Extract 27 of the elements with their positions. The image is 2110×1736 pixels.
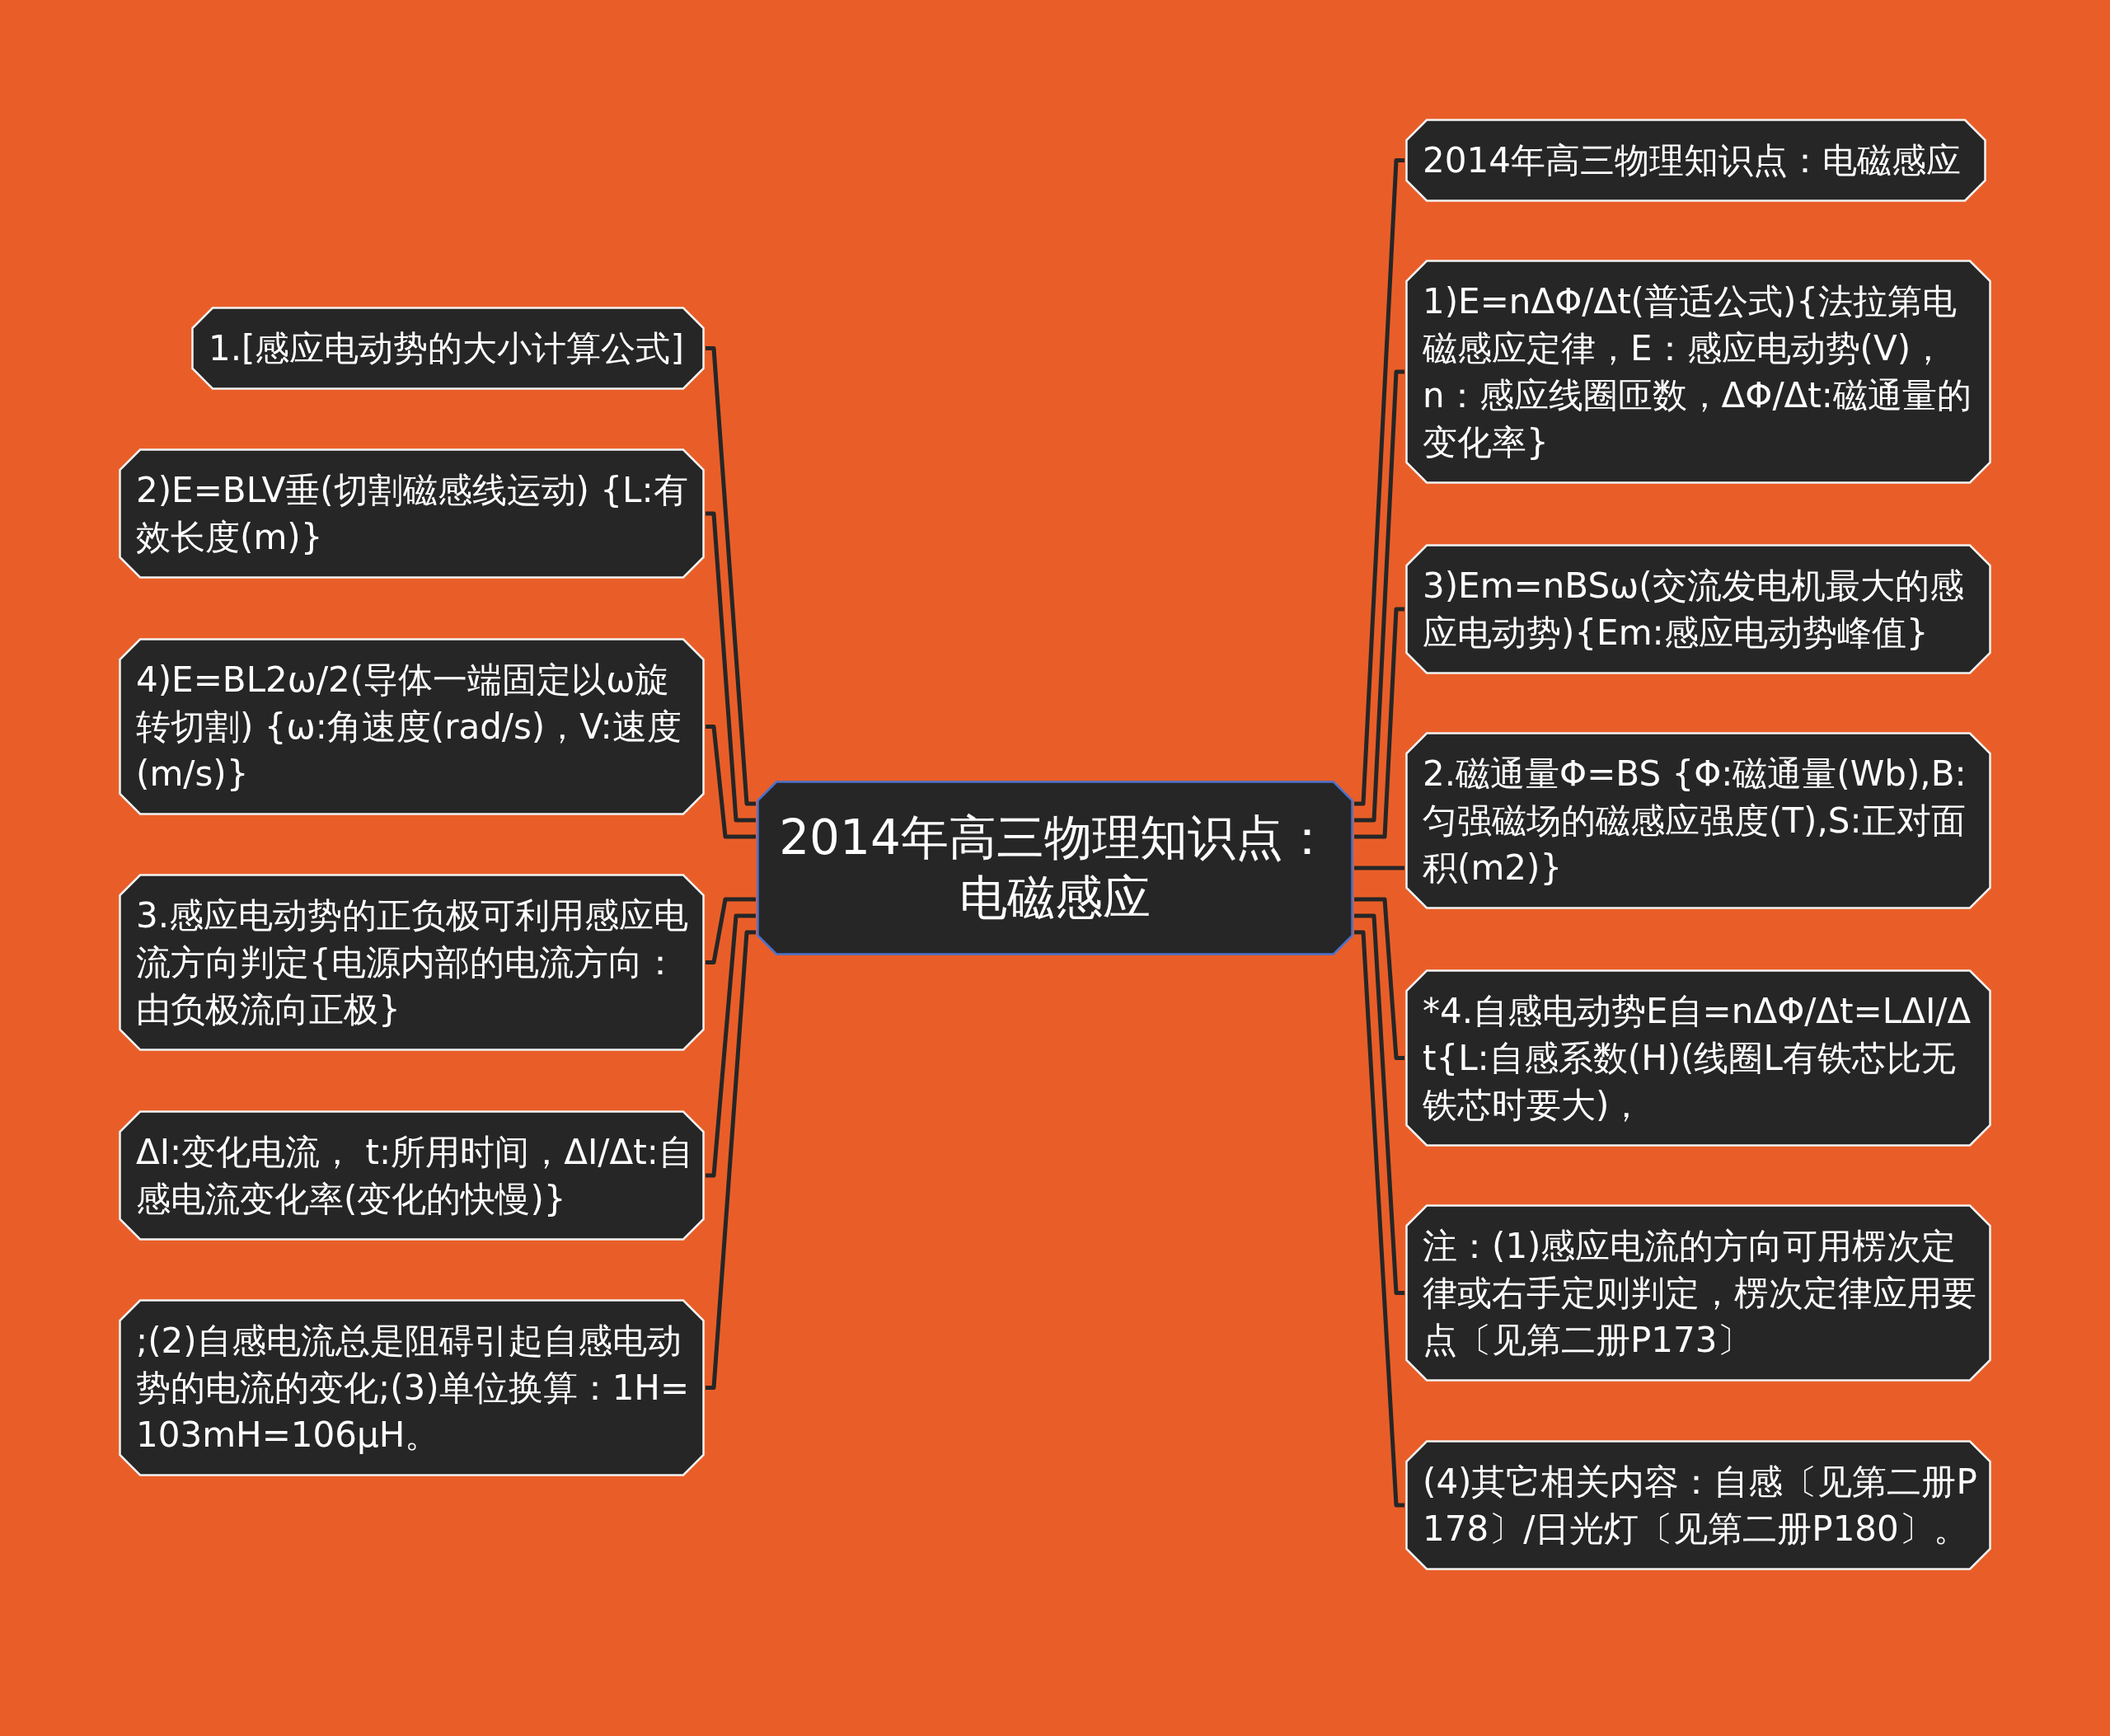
branch-line — [706, 897, 756, 964]
topic-box: 2)E=BLV垂(切割磁感线运动) {L:有效长度(m)} — [119, 448, 705, 579]
topic-box: 3.感应电动势的正负极可利用感应电流方向判定{电源内部的电流方向：由负极流向正极} — [119, 874, 705, 1051]
topic-box: 1)E=nΔΦ/Δt(普适公式){法拉第电磁感应定律，E：感应电动势(V)，n：感应线圈匝数，ΔΦ/Δt:磁通量的变化率} — [1405, 260, 1991, 484]
branch-line — [1354, 897, 1404, 1060]
topic-box: 注：(1)感应电流的方向可用楞次定律或右手定则判定，楞次定律应用要点〔见第二册P173〕 — [1405, 1204, 1991, 1382]
topic-box: 3)Em=nBSω(交流发电机最大的感应电动势){Em:感应电动势峰值} — [1405, 544, 1991, 674]
branch-line — [706, 725, 756, 839]
branch-line — [1354, 369, 1404, 823]
topic-box: *4.自感电动势E自=nΔΦ/Δt=LΔI/Δt{L:自感系数(H)(线圈L有铁芯比无铁芯时要大)， — [1405, 969, 1991, 1147]
topic-box: ΔI:变化电流， t:所用时间，ΔI/Δt:自感电流变化率(变化的快慢)} — [119, 1110, 705, 1241]
branch-line — [1354, 930, 1404, 1508]
branch-line — [706, 913, 756, 1178]
topic-box: 2.磁通量Φ=BS {Φ:磁通量(Wb),B:匀强磁场的磁感应强度(T),S:正对面积(m2)} — [1405, 732, 1991, 909]
branch-line — [1354, 913, 1404, 1295]
branch-line — [1354, 866, 1404, 870]
central-topic-box: 2014年高三物理知识点：电磁感应 — [757, 781, 1353, 955]
topic-box: 1.[感应电动势的大小计算公式] — [191, 307, 705, 390]
topic-box: ;(2)自感电流总是阻碍引起自感电动势的电流的变化;(3)单位换算：1H=103mH=106μH。 — [119, 1299, 705, 1476]
topic-box: 4)E=BL2ω/2(导体一端固定以ω旋转切割) {ω:角速度(rad/s)，V:速度(m/s)} — [119, 638, 705, 815]
branch-line — [706, 511, 756, 823]
branch-line — [1354, 158, 1404, 806]
branch-line — [1354, 607, 1404, 839]
branch-line — [706, 346, 756, 806]
topic-box: (4)其它相关内容：自感〔见第二册P178〕/日光灯〔见第二册P180〕。 — [1405, 1440, 1991, 1570]
branch-line — [706, 930, 756, 1390]
topic-box: 2014年高三物理知识点：电磁感应 — [1405, 119, 1986, 202]
